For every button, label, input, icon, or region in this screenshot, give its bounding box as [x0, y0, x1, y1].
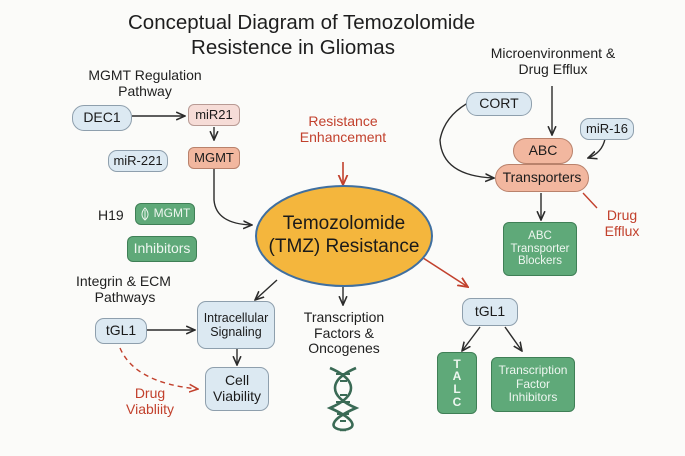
mgmt-heading-line-2: Pathway — [118, 82, 172, 99]
title-line-1: Conceptual Diagram of Temozolomide — [128, 11, 476, 34]
mgmt-node: MGMT — [188, 147, 240, 169]
arrow-mir16-to-abc — [588, 138, 606, 158]
drug-efflux-label: Drug Efflux — [592, 207, 652, 239]
drug-efflux-line-1: Drug — [606, 207, 638, 223]
inhibitors-node: Inhibitors — [127, 236, 197, 262]
talc-letter-3: L — [453, 382, 461, 396]
blockers-line-1: ABC — [528, 229, 552, 242]
arrow-center-to-tgl1 — [419, 255, 468, 287]
drug-viability-line-2: Viabliity — [126, 400, 174, 417]
transcription-line-3: Oncogenes — [308, 340, 380, 357]
resistance-enhancement-label: Resistance Enhancement — [292, 113, 394, 145]
resistance-line-1: Resistance — [308, 113, 378, 129]
center-line-2: (TMZ) Resistance — [268, 236, 420, 258]
transcription-label: Transcription Factors & Oncogenes — [292, 309, 396, 357]
mir21-node: miR21 — [188, 104, 240, 126]
dashed-arrow-drug-viability — [119, 347, 198, 389]
center-line-1: Temozolomide — [282, 213, 406, 234]
arc-cort-to-transporters — [439, 97, 494, 178]
mgmt-chip-label: MGMT — [153, 206, 191, 221]
mir221-node: miR-221 — [108, 150, 168, 172]
viability-line-1: Cell — [224, 372, 250, 389]
signaling-line-2: Signaling — [210, 325, 262, 339]
abc-node: ABC — [513, 138, 573, 164]
title-line-2: Resistence in Gliomas — [191, 35, 395, 59]
mgmt-pathway-heading: MGMT Regulation Pathway — [80, 67, 210, 99]
drug-viability-line-1: Drug — [134, 385, 166, 401]
arrow-center-to-signaling — [255, 279, 278, 300]
cell-viability-node: Cell Viability — [205, 367, 269, 411]
talc-node: T A L C — [437, 352, 477, 414]
integrin-heading: Integrin & ECM Pathways — [76, 273, 196, 305]
arrow-mgmt-to-center — [213, 168, 252, 225]
abc-blockers-node: ABC Transporter Blockers — [503, 222, 577, 276]
leaf-icon — [141, 207, 149, 221]
dna-helix-icon — [326, 366, 360, 432]
diagram-title: Conceptual Diagram of Temozolomide Resis… — [128, 11, 476, 60]
transcription-line-1: Transcription — [303, 309, 385, 325]
blockers-line-2: Transporter — [510, 242, 570, 255]
micro-heading-line-2: Drug Efflux — [518, 60, 588, 77]
talc-letter-1: T — [453, 356, 461, 371]
tgl1-left-node: tGL1 — [95, 318, 147, 344]
tf-line-1: Transcription — [498, 363, 568, 378]
tf-inhibitors-node: Transcription Factor Inhibitors — [491, 357, 575, 412]
drug-efflux-line — [582, 192, 598, 209]
micro-heading-line-1: Microenvironment & — [490, 45, 616, 61]
signaling-line-1: Intracellular — [203, 311, 269, 325]
dec1-node: DEC1 — [72, 105, 132, 131]
viability-line-2: Viability — [213, 388, 261, 404]
resistance-line-2: Enhancement — [299, 128, 387, 145]
tf-line-3: Inhibitors — [508, 390, 558, 405]
micro-heading: Microenvironment & Drug Efflux — [478, 45, 628, 77]
mir16-node: miR-16 — [580, 118, 634, 140]
arrow-tgl1-to-talc — [462, 326, 481, 351]
cort-node: CORT — [466, 92, 532, 116]
mgmt-chip: MGMT — [135, 203, 195, 225]
tgl1-right-node: tGL1 — [462, 298, 518, 326]
transporters-node: Transporters — [495, 164, 589, 192]
talc-letter-2: A — [452, 369, 462, 384]
transcription-line-2: Factors & — [314, 324, 374, 341]
integrin-heading-line-2: Pathways — [94, 288, 156, 305]
talc-letter-4: C — [452, 394, 462, 409]
center-ellipse — [255, 185, 433, 287]
blockers-line-3: Blockers — [517, 255, 563, 268]
h19-label: H19 — [98, 207, 124, 223]
center-label: Temozolomide (TMZ) Resistance — [256, 212, 432, 258]
drug-viability-label: Drug Viabliity — [114, 385, 186, 417]
tf-line-2: Factor — [515, 376, 550, 391]
arrow-tgl1-to-tf-inhibitors — [504, 326, 522, 351]
integrin-heading-line-1: Integrin & ECM — [76, 273, 171, 289]
intracellular-signaling-node: Intracellular Signaling — [197, 301, 275, 349]
drug-efflux-line-2: Efflux — [604, 222, 640, 239]
mgmt-heading-line-1: MGMT Regulation — [88, 67, 202, 83]
